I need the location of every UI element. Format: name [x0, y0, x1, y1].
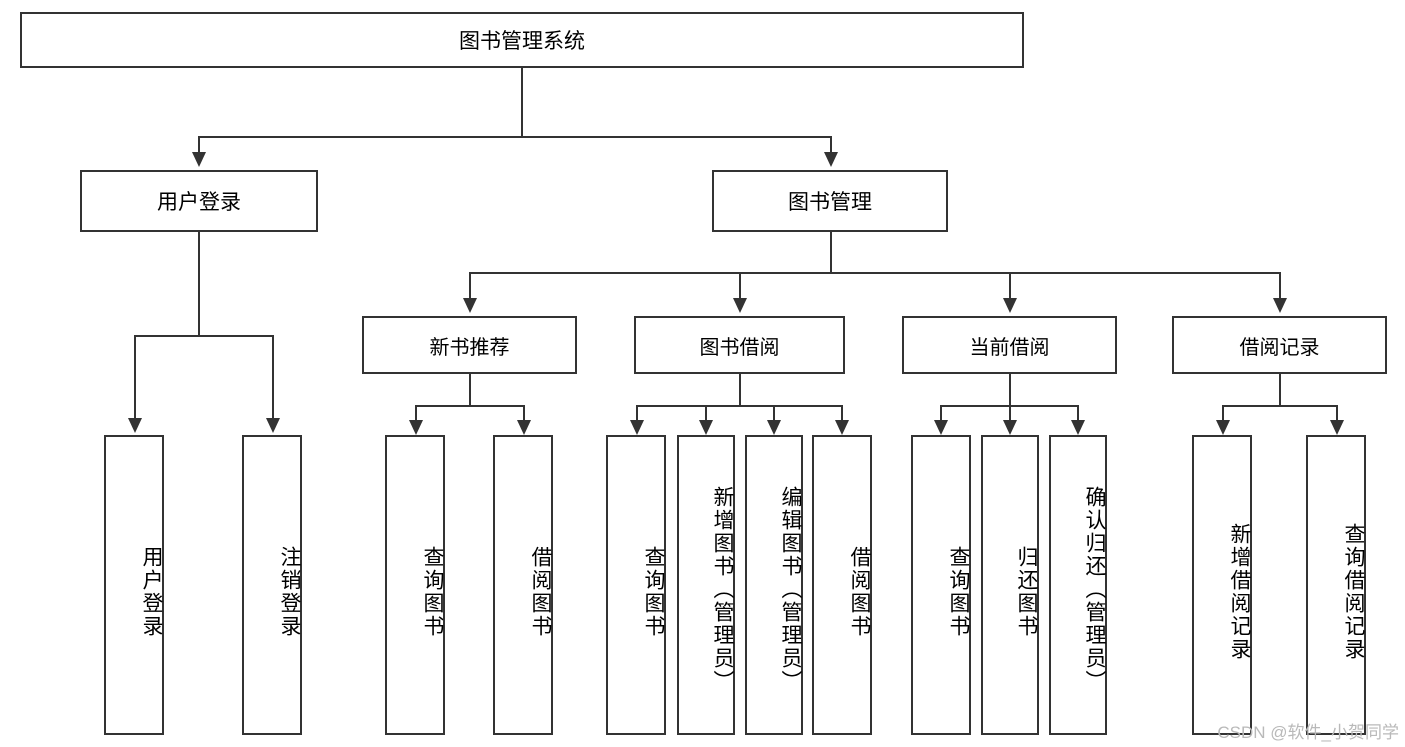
- arrow-down-icon: [767, 420, 781, 435]
- arrow-down-icon: [733, 298, 747, 313]
- arrow-down-icon: [517, 420, 531, 435]
- leaf-add-book-admin[interactable]: 新增图书（管理员）: [677, 435, 735, 735]
- connector-book-borrow-child-3: [773, 405, 775, 422]
- arrow-down-icon: [934, 420, 948, 435]
- connector-to-current-borrow: [1009, 272, 1011, 300]
- connector-book-borrow-bus: [636, 405, 843, 407]
- watermark-label: CSDN @软件_小贺同学: [1217, 723, 1399, 742]
- connector-book-borrow-child-2: [705, 405, 707, 422]
- leaf-user-logout[interactable]: 注销登录: [242, 435, 302, 735]
- arrow-down-icon: [192, 152, 206, 167]
- connector-to-new-book: [469, 272, 471, 300]
- leaf-query-book-current[interactable]: 查询图书: [911, 435, 971, 735]
- connector-borrow-records-stem: [1279, 374, 1281, 405]
- connector-new-book-stem: [469, 374, 471, 405]
- connector-current-borrow-stem: [1009, 374, 1011, 405]
- arrow-down-icon: [463, 298, 477, 313]
- connector-to-borrow-records: [1279, 272, 1281, 300]
- node-borrow-records[interactable]: 借阅记录: [1172, 316, 1387, 374]
- connector-borrow-records-child-1: [1222, 405, 1224, 422]
- arrow-down-icon: [835, 420, 849, 435]
- connector-borrow-records-bus: [1222, 405, 1338, 407]
- leaf-query-book-recommend[interactable]: 查询图书: [385, 435, 445, 735]
- connector-book-manage-stem: [830, 232, 832, 272]
- node-new-book-recommend[interactable]: 新书推荐: [362, 316, 577, 374]
- leaf-user-login[interactable]: 用户登录: [104, 435, 164, 735]
- arrow-down-icon: [1216, 420, 1230, 435]
- node-current-borrow[interactable]: 当前借阅: [902, 316, 1117, 374]
- arrow-down-icon: [824, 152, 838, 167]
- arrow-down-icon: [409, 420, 423, 435]
- connector-to-user-login: [198, 136, 200, 154]
- leaf-query-book-borrow[interactable]: 查询图书: [606, 435, 666, 735]
- leaf-edit-book-admin[interactable]: 编辑图书（管理员）: [745, 435, 803, 735]
- connector-current-borrow-child-1: [940, 405, 942, 422]
- arrow-down-icon: [266, 418, 280, 433]
- connector-to-book-borrow: [739, 272, 741, 300]
- connector-to-book-manage: [830, 136, 832, 154]
- arrow-down-icon: [699, 420, 713, 435]
- connector-current-borrow-child-2: [1009, 405, 1011, 422]
- connector-user-login-bus: [134, 335, 274, 337]
- connector-new-book-child-1: [415, 405, 417, 422]
- node-user-login[interactable]: 用户登录: [80, 170, 318, 232]
- leaf-borrow-book[interactable]: 借阅图书: [812, 435, 872, 735]
- node-root-system[interactable]: 图书管理系统: [20, 12, 1024, 68]
- leaf-query-borrow-record[interactable]: 查询借阅记录: [1306, 435, 1366, 735]
- connector-book-borrow-child-1: [636, 405, 638, 422]
- leaf-confirm-return-admin[interactable]: 确认归还（管理员）: [1049, 435, 1107, 735]
- arrow-down-icon: [1273, 298, 1287, 313]
- leaf-add-borrow-record[interactable]: 新增借阅记录: [1192, 435, 1252, 735]
- arrow-down-icon: [1330, 420, 1344, 435]
- connector-user-login-child-2: [272, 335, 274, 420]
- arrow-down-icon: [1071, 420, 1085, 435]
- connector-new-book-bus: [415, 405, 525, 407]
- leaf-return-book[interactable]: 归还图书: [981, 435, 1039, 735]
- connector-current-borrow-child-3: [1077, 405, 1079, 422]
- connector-borrow-records-child-2: [1336, 405, 1338, 422]
- connector-level3-bus: [469, 272, 1281, 274]
- connector-root-stem: [521, 68, 523, 136]
- connector-book-borrow-stem: [739, 374, 741, 405]
- arrow-down-icon: [630, 420, 644, 435]
- connector-book-borrow-child-4: [841, 405, 843, 422]
- connector-level2-bus: [198, 136, 832, 138]
- leaf-borrow-book-recommend[interactable]: 借阅图书: [493, 435, 553, 735]
- connector-user-login-child-1: [134, 335, 136, 420]
- arrow-down-icon: [1003, 298, 1017, 313]
- node-book-management[interactable]: 图书管理: [712, 170, 948, 232]
- arrow-down-icon: [128, 418, 142, 433]
- node-book-borrow[interactable]: 图书借阅: [634, 316, 845, 374]
- arrow-down-icon: [1003, 420, 1017, 435]
- connector-user-login-stem: [198, 232, 200, 335]
- connector-new-book-child-2: [523, 405, 525, 422]
